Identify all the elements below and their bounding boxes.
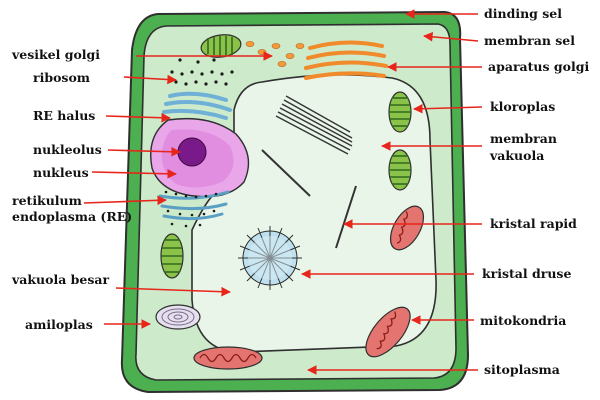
mitochondrion [389, 205, 425, 251]
label-membran-sel: membran sel [484, 33, 576, 48]
amyloplast [155, 304, 201, 330]
label-nukleus: nukleus [33, 165, 89, 180]
label-vesikel-golgi: vesikel golgi [12, 47, 101, 62]
mitochondrion [365, 306, 411, 358]
label-ribosom: ribosom [33, 70, 91, 85]
label-re-halus: RE halus [33, 108, 96, 123]
golgi-apparatus [304, 40, 388, 80]
label-amiloplas: amiloplas [25, 317, 93, 332]
needle-crystal [261, 149, 311, 197]
label-membran-vakuola-line1: membran [490, 131, 557, 146]
smooth-er [162, 91, 232, 120]
arrow-nukleus [91, 168, 177, 179]
arrow-re-halus [105, 112, 171, 123]
arrow-membran-sel [423, 32, 479, 42]
needle-crystal [335, 185, 357, 249]
label-sitoplasma: sitoplasma [484, 362, 560, 377]
label-arrows [83, 51, 273, 329]
chloroplast [200, 34, 242, 58]
golgi-vesicles [245, 41, 305, 67]
arrow-retikulum [83, 195, 167, 206]
label-kristal-rapid: kristal rapid [490, 216, 577, 231]
label-membran-vakuola-line2: vakuola [490, 148, 545, 163]
arrow-kloroplas [413, 103, 483, 114]
label-retikulum-line1: retikulum [12, 193, 82, 208]
raphide-crystals [275, 95, 353, 155]
label-kristal-druse: kristal druse [482, 266, 572, 281]
mitochondrion [193, 346, 263, 370]
label-kloroplas: kloroplas [490, 99, 556, 114]
label-nukleolus: nukleolus [33, 142, 102, 157]
chloroplast [160, 233, 184, 279]
ribosomes [170, 58, 234, 86]
druse-crystal [238, 226, 302, 290]
label-arrows-right [301, 9, 483, 375]
label-retikulum-line2: endoplasma (RE) [12, 209, 133, 224]
nucleolus [177, 137, 207, 167]
label-mitokondria: mitokondria [480, 313, 567, 328]
chloroplast [388, 91, 412, 133]
chloroplast [388, 149, 412, 191]
label-dinding-sel: dinding sel [484, 6, 562, 21]
ribosomes-on-er [164, 190, 218, 228]
arrow-vakuola-besar [115, 286, 231, 297]
arrow-ribosom [123, 74, 177, 85]
arrow-nukleolus [107, 146, 181, 157]
label-vakuola-besar: vakuola besar [12, 272, 110, 287]
label-aparatus-golgi: aparatus golgi [488, 59, 590, 74]
